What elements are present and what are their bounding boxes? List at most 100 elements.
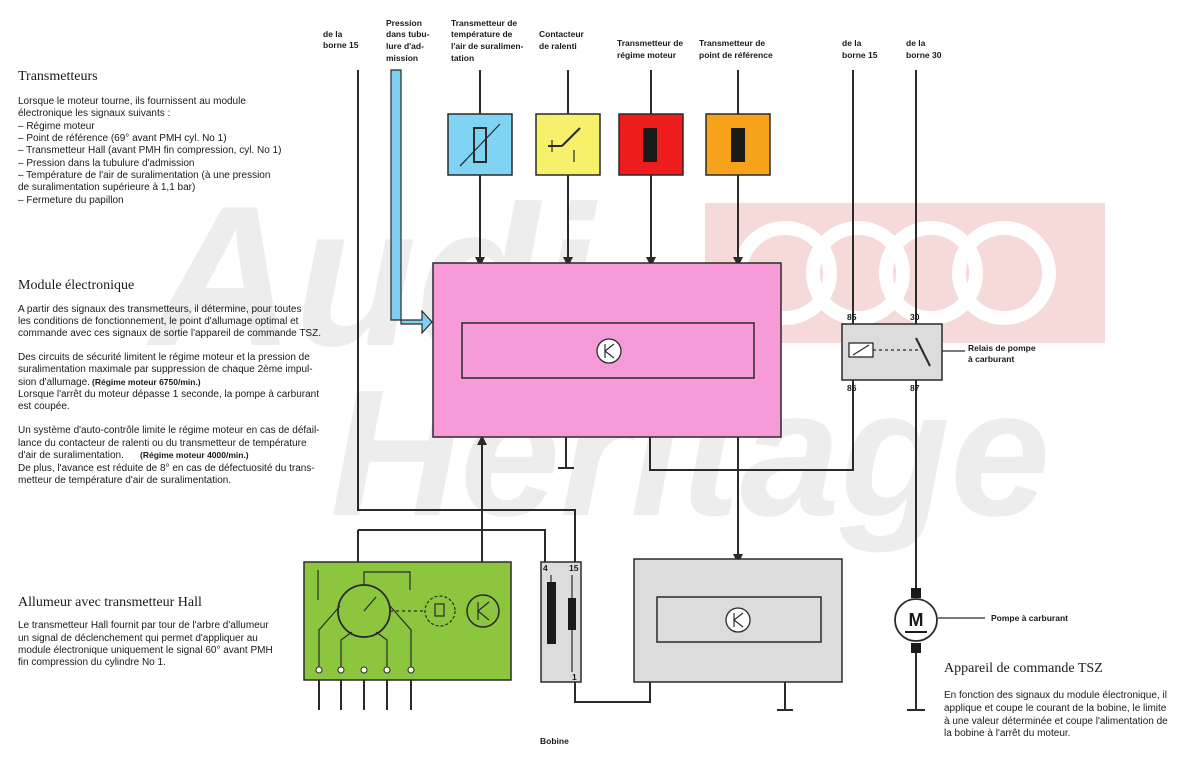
svg-text:borne 15: borne 15 [323,40,359,50]
svg-text:borne 15: borne 15 [842,50,878,60]
pompe-label: Pompe à carburant [991,613,1068,623]
transistor-icon [596,338,622,364]
svg-text:Le transmetteur Hall fournit p: Le transmetteur Hall fournit par tour de… [18,620,269,631]
pin-4: 4 [543,563,548,573]
svg-text:de suralimentation supérieure: de suralimentation supérieure à 1,1 bar) [18,182,195,193]
hall-sensor-icon [424,595,456,627]
bobine-label: Bobine [540,736,569,746]
relay-contact-icon [915,337,931,367]
label-borne15-left: de la borne 15 [323,29,359,50]
pin-86: 86 [847,383,857,393]
svg-text:un signal de déclenchement qui: un signal de déclenchement qui permet d'… [18,633,258,644]
label-regime: Transmetteur de régime moteur [617,38,683,60]
svg-text:à une valeur déterminée et cou: à une valeur déterminée et coupe l'alime… [944,716,1168,727]
ignition-coil: 4 15 1 Bobine [540,561,582,746]
svg-text:applique et coupe le courant d: applique et coupe le courant de la bobin… [944,703,1167,714]
pin-87: 87 [910,383,920,393]
allumeur-text: Le transmetteur Hall fournit par tour de… [18,620,273,668]
thermistor-icon [459,123,501,167]
pin-85: 85 [847,312,857,322]
svg-text:Lorsque le moteur tourne, ils: Lorsque le moteur tourne, ils fournissen… [18,96,246,107]
svg-text:Contacteur: Contacteur [539,29,585,39]
fuel-pump: M Pompe à carburant [894,588,1068,653]
inductive-sensor-icon [731,128,745,162]
svg-text:régime moteur: régime moteur [617,50,677,60]
svg-text:module électronique uniquement: module électronique uniquement le signal… [18,645,273,656]
svg-text:Pression: Pression [386,18,422,28]
pressure-arrow [390,69,433,335]
hall-transistor-icon [466,594,500,628]
label-borne30: de la borne 30 [906,38,942,60]
svg-text:mission: mission [386,53,418,63]
module-title: Module électronique [18,278,134,293]
pin-30: 30 [910,312,920,322]
coil-winding-icon [547,582,556,644]
svg-text:borne 30: borne 30 [906,50,942,60]
motor-icon [894,598,938,642]
inductive-sensor-icon [643,128,657,162]
sensor-rpm [618,113,684,176]
svg-text:point de référence: point de référence [699,50,773,60]
svg-text:dans tubu-: dans tubu- [386,29,430,39]
tsz-title: Appareil de commande TSZ [944,661,1103,676]
svg-text:de la: de la [906,38,926,48]
svg-text:est coupée.: est coupée. [18,401,70,412]
coil-winding-icon [568,598,576,630]
svg-text:température de: température de [451,29,513,39]
svg-text:– Transmetteur Hall (avant PM: – Transmetteur Hall (avant PMH fin compr… [18,145,281,156]
transistor-icon [725,607,751,633]
svg-text:– Pression dans la tubulure d: – Pression dans la tubulure d'admission [18,158,194,169]
wiring [318,70,925,711]
fuel-pump-relay: 85 30 86 87 Relais de pompe à carburant [841,312,1036,393]
distributor-hall [303,561,512,681]
label-contacteur: Contacteur de ralenti [539,29,585,51]
label-reference: Transmetteur de point de référence [699,38,773,60]
svg-text:de la: de la [323,29,343,39]
rpm-note-1: (Régime moteur 6750/min.) [92,377,201,387]
svg-text:fin compression du cylindre No: fin compression du cylindre No 1. [18,657,166,668]
label-pression: Pression dans tubu- lure d'ad- mission [386,18,430,63]
svg-text:– Point de référence (69° ava: – Point de référence (69° avant PMH cyl.… [18,133,227,144]
svg-text:lance du contacteur de ralenti: lance du contacteur de ralenti ou du tra… [18,438,307,449]
pressure-arrow-icon [390,69,433,335]
rpm-note-2: (Régime moteur 4000/min.) [140,450,249,460]
svg-text:– Fermeture du papillon: – Fermeture du papillon [18,195,124,206]
svg-text:Transmetteur de: Transmetteur de [451,18,517,28]
svg-text:électronique les signaux suiva: électronique les signaux suivants : [18,108,170,119]
svg-text:De plus, l'avance est réduite: De plus, l'avance est réduite de 8° en c… [18,463,315,474]
svg-text:de la: de la [842,38,862,48]
svg-text:Lorsque l'arrêt du moteur dépa: Lorsque l'arrêt du moteur dépasse 1 seco… [18,389,319,400]
label-temp-sensor: Transmetteur de température de l'air de … [451,18,524,63]
svg-text:– Régime moteur: – Régime moteur [18,121,95,132]
svg-text:de ralenti: de ralenti [539,41,577,51]
svg-text:suralimentation maximale par s: suralimentation maximale par suppression… [18,364,313,375]
transmetteurs-text: Lorsque le moteur tourne, ils fournissen… [18,96,281,206]
label-borne15-right: de la borne 15 [842,38,878,60]
tsz-control-unit [633,558,843,683]
pin-15: 15 [569,563,579,573]
svg-text:Un système d'auto-contrôle lim: Un système d'auto-contrôle limite le rég… [18,425,320,436]
svg-text:d'air de suralimentation.: d'air de suralimentation. [18,450,124,461]
svg-text:lure d'ad-: lure d'ad- [386,41,424,51]
svg-text:– Température de l'air de sur: – Température de l'air de suralimentatio… [18,170,270,181]
svg-text:sion d'allumage.: sion d'allumage. [18,377,90,388]
svg-text:la bobine à l'arrêt du moteur.: la bobine à l'arrêt du moteur. [944,728,1070,739]
sensor-temp [447,113,513,176]
electronic-module [432,262,782,438]
svg-text:commande avec ces signaux de s: commande avec ces signaux de sortie l'ap… [18,328,321,339]
sensor-idle-switch [535,113,601,176]
svg-text:les conditions de fonctionneme: les conditions de fonctionnement, le poi… [18,316,299,327]
svg-text:metteur de température d'air d: metteur de température d'air de suralime… [18,475,231,486]
module-text: A partir des signaux des transmetteurs, … [18,304,321,486]
svg-text:Des circuits de sécurité limit: Des circuits de sécurité limitent le rég… [18,352,310,363]
allumeur-title: Allumeur avec transmetteur Hall [18,595,202,610]
tsz-text: En fonction des signaux du module électr… [944,690,1168,739]
relais-label: Relais de pompe [968,343,1036,353]
svg-text:A partir des signaux des trans: A partir des signaux des transmetteurs, … [18,304,301,315]
sensor-reference [705,113,771,176]
svg-text:à carburant: à carburant [968,354,1014,364]
svg-text:Transmetteur de: Transmetteur de [617,38,683,48]
svg-text:En fonction des signaux du mod: En fonction des signaux du module électr… [944,690,1167,701]
svg-text:l'air de suralimen-: l'air de suralimen- [451,41,524,51]
